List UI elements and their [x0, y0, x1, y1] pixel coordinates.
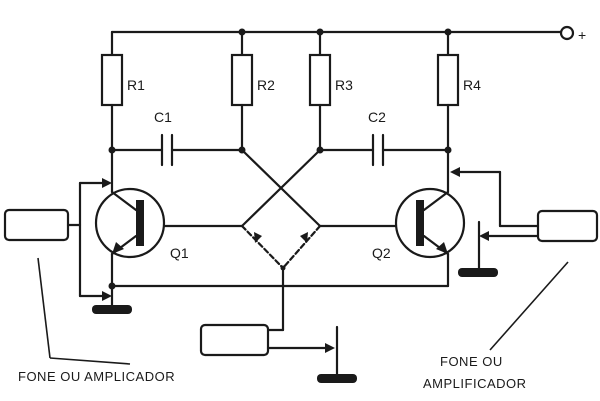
transistor-q2: Q2: [372, 148, 466, 288]
r3-label: R3: [335, 77, 353, 93]
c1-label: C1: [154, 109, 172, 125]
resistor-r4: R4: [436, 53, 481, 152]
cross-coupling: [148, 148, 412, 271]
resistor-r1: R1: [100, 53, 145, 152]
q2-label: Q2: [372, 245, 391, 261]
supply-rail: [110, 28, 563, 57]
ground-bus: [92, 282, 450, 314]
right-caption-line2: AMPLIFICADOR: [423, 376, 527, 391]
r2-label: R2: [257, 77, 275, 93]
right-caption-line1: FONE OU: [440, 354, 503, 369]
resistor-r3: R3: [308, 53, 353, 152]
capacitor-c1: C1: [108, 109, 246, 167]
left-output-probe: [3, 178, 112, 301]
q1-label: Q1: [170, 245, 189, 261]
supply-terminal: +: [559, 25, 586, 43]
capacitor-c2: C2: [316, 109, 452, 167]
c2-label: C2: [368, 109, 386, 125]
supply-plus-label: +: [578, 27, 586, 43]
r1-label: R1: [127, 77, 145, 93]
transistor-q1: Q1: [94, 148, 189, 288]
resistor-r2: R2: [230, 53, 275, 152]
caption-leaders: [37, 257, 569, 365]
r4-label: R4: [463, 77, 481, 93]
right-output-probe: [450, 167, 599, 277]
center-probe: [199, 266, 357, 383]
left-caption: FONE OU AMPLICADOR: [18, 369, 175, 384]
